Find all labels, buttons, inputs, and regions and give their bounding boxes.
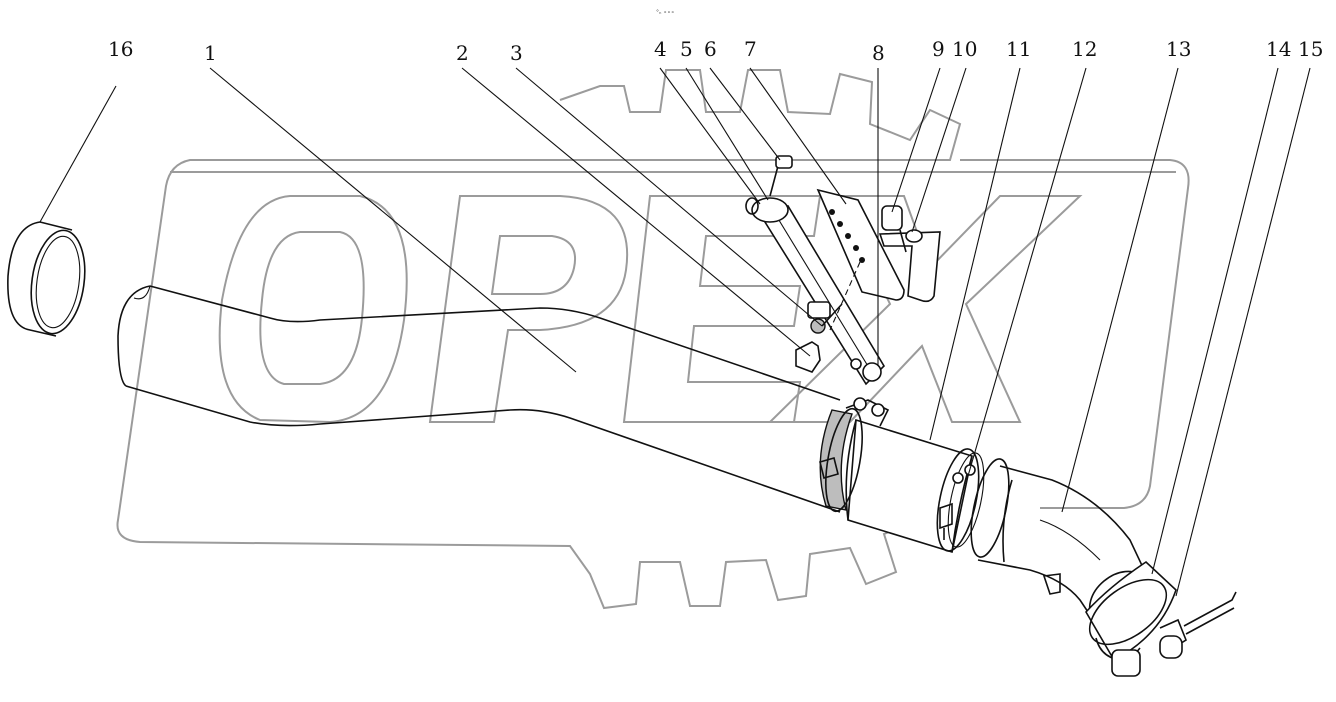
callout-8: 8: [872, 41, 885, 65]
callout-numbers: 16 1 2 3 4 5 6 7 8 9 10 11 12 13 14 15: [108, 37, 1323, 65]
leader-lines: [39, 67, 1311, 597]
header-mark: °ₙ ∘∘∘: [656, 9, 675, 16]
watermark-logo: [116, 69, 1190, 610]
callout-9: 9: [932, 37, 945, 61]
part-1-exhaust-pipe: [117, 285, 841, 513]
callout-7: 7: [744, 37, 757, 61]
callout-4: 4: [654, 37, 667, 61]
callout-10: 10: [952, 37, 977, 61]
callout-14: 14: [1266, 37, 1291, 61]
callout-16: 16: [108, 37, 133, 61]
callout-11: 11: [1006, 37, 1031, 61]
clamp-left: [819, 397, 890, 513]
callout-1: 1: [204, 41, 217, 65]
callout-13: 13: [1166, 37, 1191, 61]
part-14-15-outlet: [1085, 560, 1237, 677]
callout-3: 3: [510, 41, 523, 65]
callout-2: 2: [456, 41, 469, 65]
bracket-assembly: [745, 155, 941, 386]
callout-6: 6: [704, 37, 717, 61]
callout-12: 12: [1072, 37, 1097, 61]
bracket-holes: [829, 209, 865, 263]
part-11-middle-pipe: [845, 418, 973, 554]
callout-15: 15: [1298, 37, 1323, 61]
part-16-sleeve-ring: [7, 221, 86, 337]
callout-5: 5: [680, 37, 693, 61]
